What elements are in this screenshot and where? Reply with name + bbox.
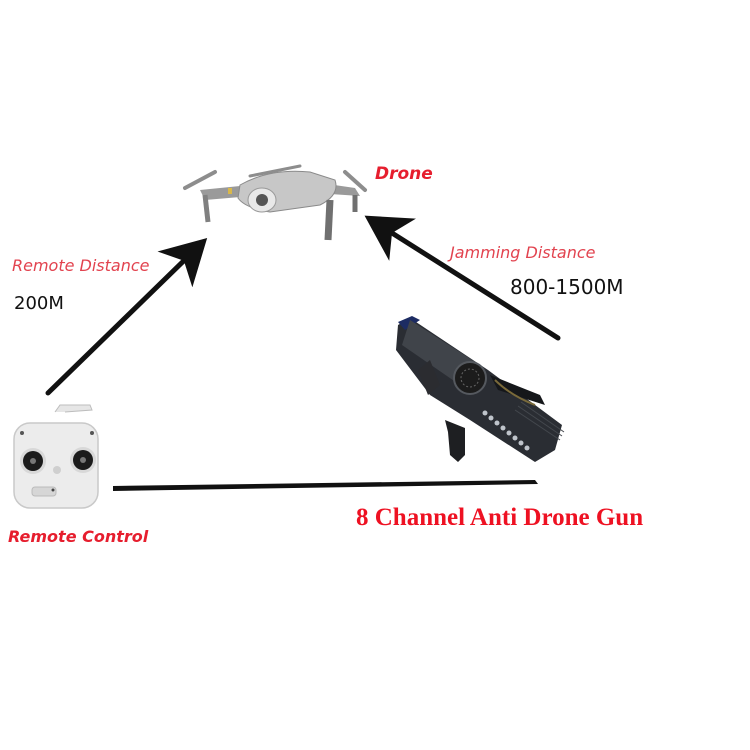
arrow-remote-to-drone bbox=[45, 238, 208, 396]
jammer-gun-icon bbox=[396, 316, 565, 462]
remote-distance-label: Remote Distance bbox=[12, 256, 150, 275]
line-remote-to-gun bbox=[113, 480, 538, 491]
remote-distance-value: 200M bbox=[14, 293, 64, 314]
arrow-gun-to-drone bbox=[364, 215, 561, 341]
drone-label: Drone bbox=[375, 164, 433, 184]
jamming-distance-value: 800-1500M bbox=[510, 275, 624, 299]
remote-controller-icon bbox=[13, 404, 99, 509]
jamming-distance-label: Jamming Distance bbox=[450, 243, 596, 262]
remote-control-label: Remote Control bbox=[8, 527, 149, 546]
anti-drone-gun-title: 8 Channel Anti Drone Gun bbox=[356, 504, 644, 531]
drone-icon bbox=[183, 164, 367, 241]
